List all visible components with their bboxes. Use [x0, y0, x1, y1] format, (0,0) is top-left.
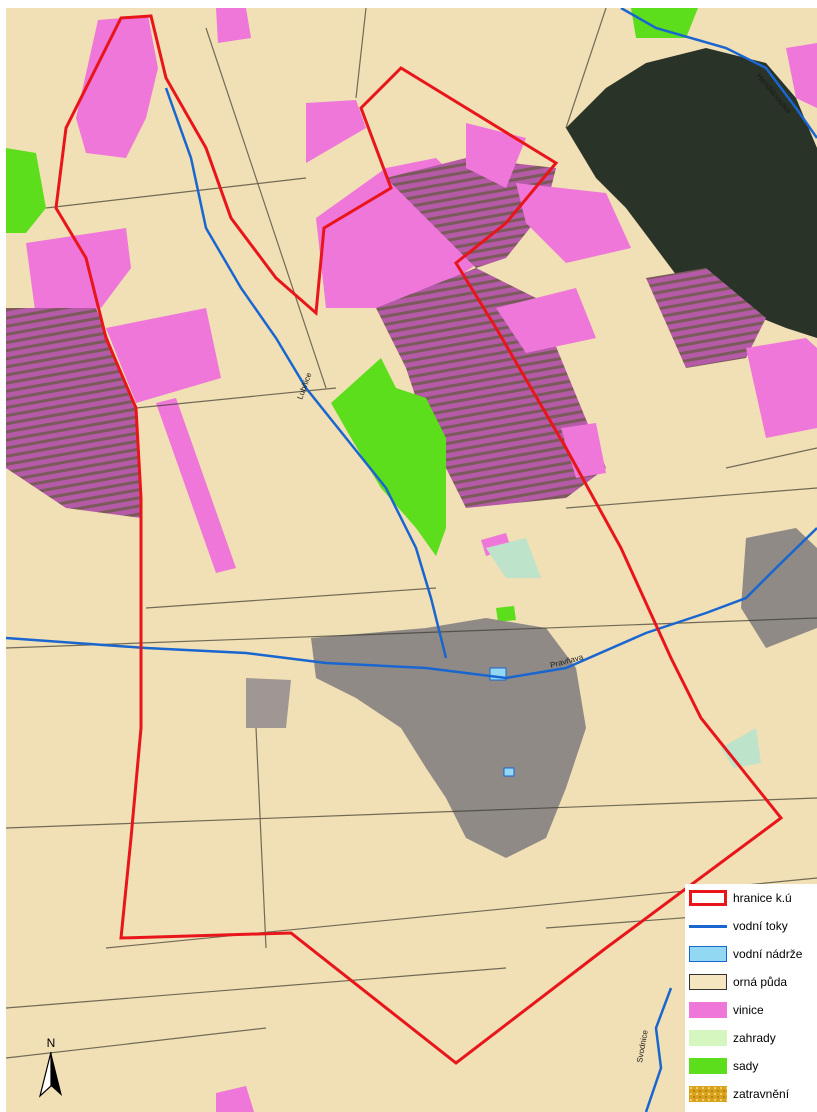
- legend-label: sady: [733, 1059, 759, 1073]
- garden-swatch: [689, 1030, 727, 1046]
- village-built-up: [741, 528, 817, 648]
- vineyard-patch: [746, 338, 817, 438]
- legend-item-streams: vodní toky: [689, 916, 788, 936]
- legend-label: orná půda: [733, 975, 788, 989]
- map-canvas: Lubňice Pravňava Hendlánoutka Svodnice: [6, 8, 817, 1112]
- stream-svodnice: [644, 987, 673, 1112]
- vineyard-patch: [76, 16, 158, 158]
- grassland-swatch: [689, 1086, 727, 1102]
- grassland-pattern: [689, 1086, 727, 1102]
- vineyard-patch: [496, 288, 596, 353]
- forest-area: [566, 48, 817, 338]
- cadastral-boundary: [54, 14, 784, 1065]
- vineyard-patch: [561, 423, 606, 478]
- legend-item-vineyards: vinice: [689, 1000, 764, 1020]
- legend-label: vodní nádrže: [733, 947, 803, 961]
- legend-label: hranice k.ú: [733, 891, 792, 905]
- farm-buildings: [246, 678, 291, 728]
- legend-item-gardens: zahrady: [689, 1028, 776, 1048]
- village-built-up: [311, 618, 586, 858]
- north-arrow-icon: [38, 1051, 62, 1098]
- north-arrow: N: [36, 1036, 66, 1102]
- garden-patch: [721, 728, 761, 768]
- reservoir: [503, 767, 515, 777]
- vineyard-patch: [106, 308, 221, 403]
- vineyard-striped-patch: [6, 308, 141, 518]
- map-legend: hranice k.ú vodní toky vodní nádrže orná…: [685, 884, 817, 1112]
- orchard-swatch: [689, 1058, 727, 1074]
- arable-swatch: [689, 974, 727, 990]
- land-use-map[interactable]: Lubňice Pravňava Hendlánoutka Svodnice: [6, 8, 817, 1112]
- legend-label: vinice: [733, 1003, 764, 1017]
- garden-patch: [486, 538, 541, 578]
- legend-item-reservoirs: vodní nádrže: [689, 944, 802, 964]
- legend-label: zahrady: [733, 1031, 776, 1045]
- legend-label: zatravnění: [733, 1087, 790, 1101]
- vineyard-patch: [306, 100, 366, 163]
- boundary-swatch: [689, 890, 727, 906]
- stream-swatch: [689, 924, 727, 928]
- vineyard-patch: [216, 8, 251, 43]
- legend-item-boundary: hranice k.ú: [689, 888, 792, 908]
- legend-item-grassland: zatravnění: [689, 1084, 789, 1104]
- legend-label: vodní toky: [733, 919, 788, 933]
- vineyard-patch: [466, 123, 526, 188]
- north-label: N: [46, 1036, 56, 1050]
- vineyard-patch: [786, 43, 817, 108]
- vineyard-striped-patch: [376, 268, 606, 508]
- orchard-patch: [331, 358, 446, 556]
- streams: [6, 8, 817, 1112]
- vineyard-patch: [516, 183, 631, 263]
- vineyard-swatch: [689, 1002, 727, 1018]
- vineyard-strip: [156, 398, 236, 573]
- vineyard-striped-patch: [386, 158, 556, 268]
- stream-pravnava: [6, 527, 817, 680]
- vineyard-patch: [26, 228, 131, 318]
- legend-item-arable: orná půda: [689, 972, 787, 992]
- stream-lubnice: [164, 87, 448, 659]
- reservoir-swatch: [689, 946, 727, 962]
- vineyard-striped-patch: [646, 268, 766, 368]
- vineyard-patch: [216, 1086, 254, 1112]
- stream-hendlanoutka: [620, 8, 817, 139]
- legend-item-orchards: sady: [689, 1056, 758, 1076]
- orchard-patch: [631, 8, 698, 38]
- orchard-patch: [496, 606, 516, 622]
- orchard-patch: [6, 148, 46, 233]
